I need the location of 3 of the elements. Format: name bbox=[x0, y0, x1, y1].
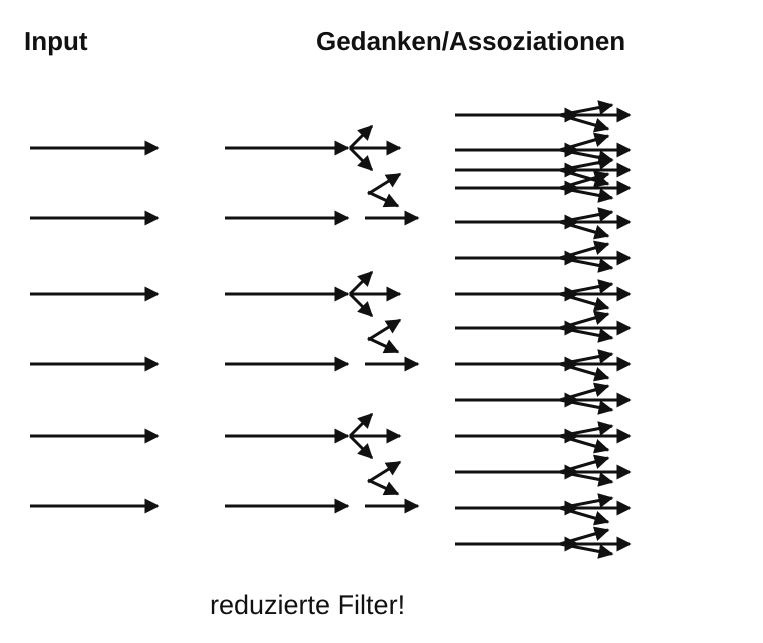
heading: Gedanken/Assoziationen bbox=[316, 26, 626, 57]
caption-text: reduzierte Filter! bbox=[210, 590, 406, 621]
heading: Input bbox=[24, 26, 88, 57]
